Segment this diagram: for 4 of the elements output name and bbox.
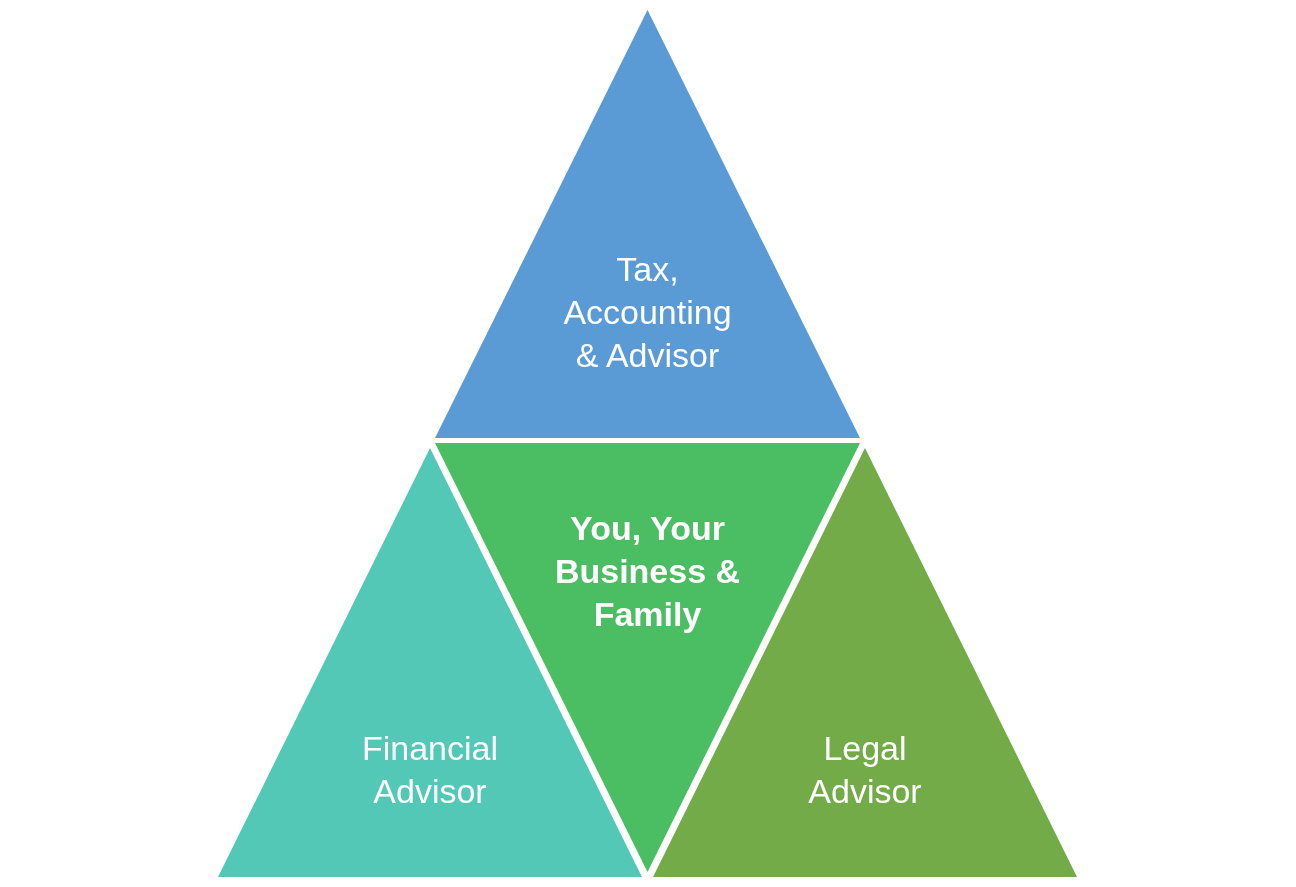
triangle-label: Financial Advisor	[360, 728, 500, 812]
triangle-label: Legal Advisor	[807, 728, 923, 812]
triangle-label: Tax, Accounting & Advisor	[562, 249, 733, 376]
triangle-label: You, Your Business & Family	[553, 508, 742, 635]
